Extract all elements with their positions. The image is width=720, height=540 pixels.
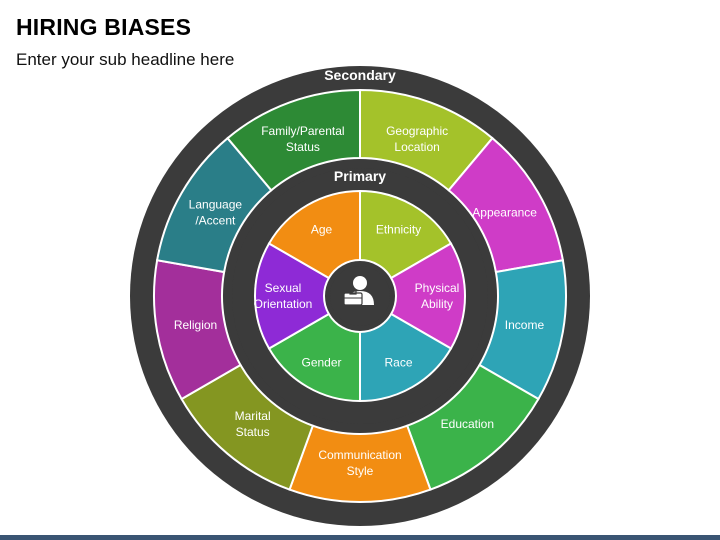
primary-label-gender: Gender	[301, 356, 341, 370]
primary-segment-race	[359, 312, 453, 403]
secondary-label-appearance: Appearance	[472, 206, 537, 220]
primary-segment-age	[267, 189, 361, 280]
secondary-label-income: Income	[505, 318, 545, 332]
secondary-label-education: Education	[441, 417, 494, 431]
primary-segment-physical-ability	[389, 242, 466, 350]
primary-segment-sexual-orientation	[254, 242, 331, 350]
secondary-label-religion: Religion	[174, 318, 217, 332]
page-subtitle: Enter your sub headline here	[16, 50, 235, 69]
primary-label-age: Age	[311, 222, 333, 236]
page-title: HIRING BIASES	[16, 14, 192, 40]
secondary-segment-family-parental-status	[226, 88, 361, 192]
footer-bar	[0, 535, 720, 540]
businessperson-briefcase-icon	[343, 276, 374, 306]
primary-ring-label: Primary	[334, 168, 386, 184]
secondary-ring-label: Secondary	[324, 67, 396, 83]
primary-label-race: Race	[384, 356, 412, 370]
secondary-label-language-accent: Language/Accent	[189, 198, 243, 228]
primary-label-ethnicity: Ethnicity	[376, 222, 421, 236]
